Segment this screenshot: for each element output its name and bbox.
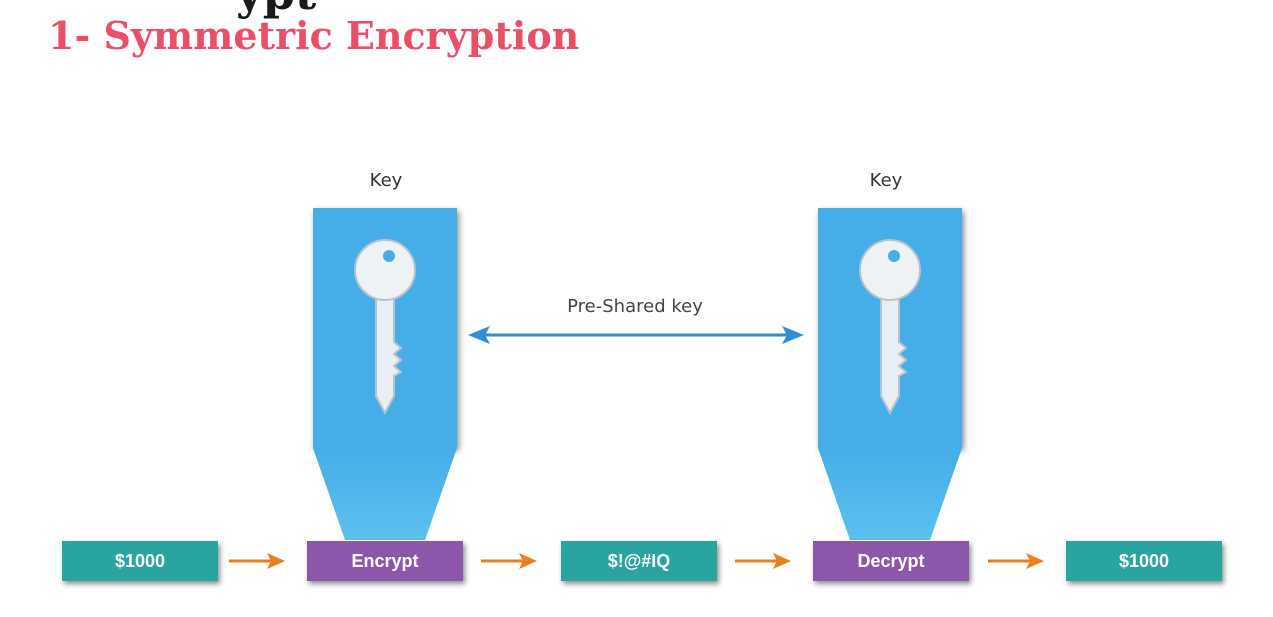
slide-title: 1- Symmetric Encryption	[48, 13, 580, 58]
key-icon	[859, 239, 921, 416]
key-left-beam	[313, 448, 457, 540]
key-right-beam	[818, 448, 962, 540]
decrypt-box: Decrypt	[813, 541, 969, 581]
encrypt-box: Encrypt	[307, 541, 463, 581]
key-right-panel	[818, 208, 962, 448]
arrow-right-icon	[988, 553, 1044, 569]
key-left-label: Key	[369, 170, 403, 191]
arrow-right-icon	[229, 553, 285, 569]
ciphertext-box: $!@#IQ	[561, 541, 717, 581]
plaintext-output-box: $1000	[1066, 541, 1222, 581]
key-left-panel	[313, 208, 457, 448]
arrow-right-icon	[481, 553, 537, 569]
key-right-label: Key	[869, 170, 903, 191]
double-arrow-icon	[468, 326, 804, 344]
pre-shared-key-label: Pre-Shared key	[567, 296, 703, 317]
plaintext-input-box: $1000	[62, 541, 218, 581]
arrow-right-icon	[735, 553, 791, 569]
key-icon	[354, 239, 416, 416]
cut-off-heading: ypt	[236, 0, 316, 16]
